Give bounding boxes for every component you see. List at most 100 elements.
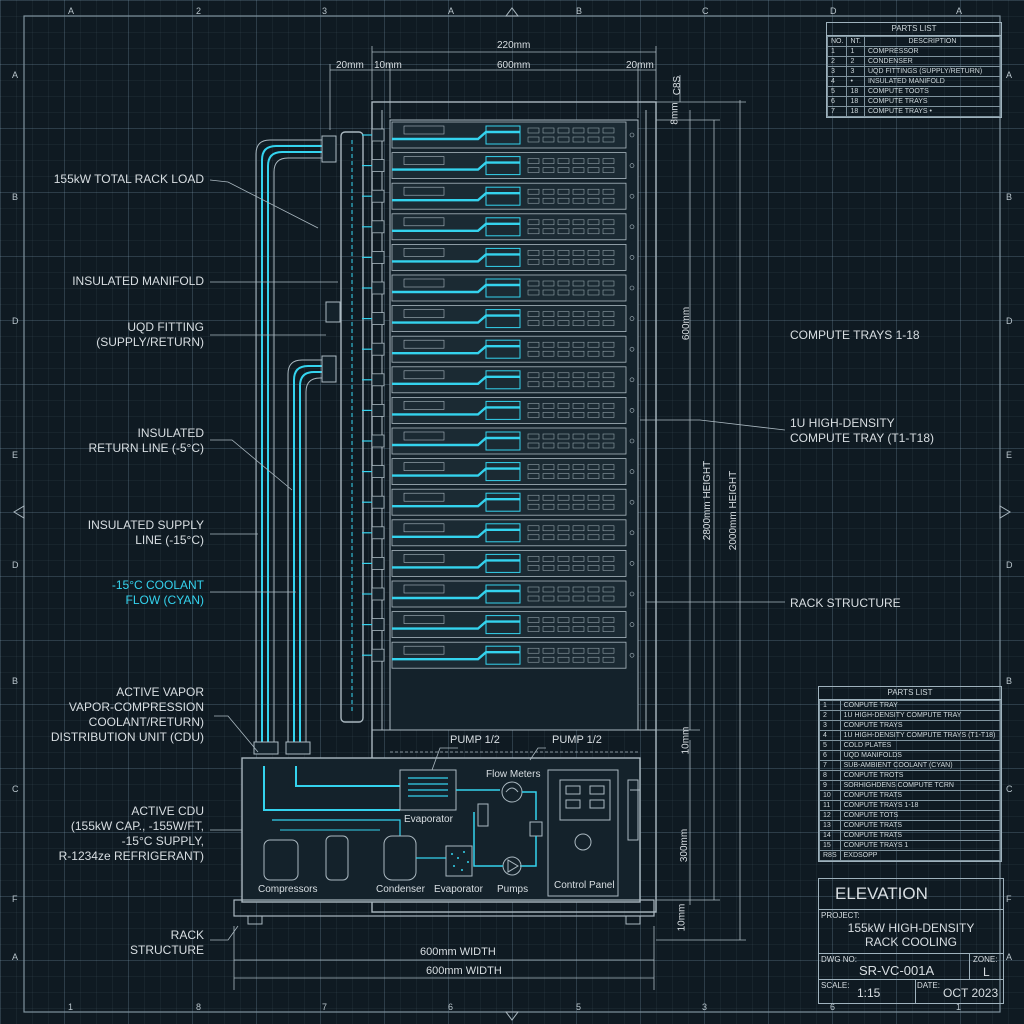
zone-left-8: A — [12, 952, 18, 962]
zone-left-5: B — [12, 676, 18, 686]
parts-bottom-cell-9-1: CONPUTE TRATS — [840, 791, 1000, 801]
parts-bottom-cell-13-1: CONPUTE TRATS — [840, 831, 1000, 841]
top-center-arrow — [506, 8, 518, 16]
parts-list-top: PARTS LIST NO.NT.DESCRIPTION11COMPRESSOR… — [826, 22, 1002, 118]
parts-bottom-cell-14-0: 15 — [820, 841, 841, 851]
dim-left-gap: 10mm — [374, 60, 402, 71]
zone-top-0: A — [68, 6, 74, 16]
dim-rack-height-c: 2000mm HEIGHT — [728, 471, 739, 550]
dim-total-width: 220mm — [497, 40, 530, 51]
uqd-connector-14 — [372, 527, 384, 539]
parts-bottom-cell-1-0: 2 — [820, 711, 841, 721]
label-tray: 1U HIGH-DENSITYCOMPUTE TRAY (T1-T18) — [790, 416, 934, 446]
zone-right-1: B — [1006, 192, 1012, 202]
zone-left-2: D — [12, 316, 19, 326]
label-active-line4: R-1234ze REFRIGERANT) — [59, 849, 204, 863]
label-return-line: INSULATEDRETURN LINE (-5°C) — [89, 426, 204, 456]
scale-value: 1:15 — [857, 986, 880, 1000]
rack-inner — [390, 120, 638, 730]
uqd-fitting-mid — [322, 356, 336, 382]
parts-bottom-cell-7-1: CONPUTE TROTS — [840, 771, 1000, 781]
zone-bottom-7: 1 — [956, 1002, 961, 1012]
zone-top-4: B — [576, 6, 582, 16]
zone-top-3: A — [448, 6, 454, 16]
parts-top-cell-0-0: 1 — [828, 47, 847, 57]
parts-bottom-cell-2-1: CONPUTE TRAYS — [840, 721, 1000, 731]
parts-top-header-0: NO. — [828, 37, 847, 47]
label-pumps: Pumps — [497, 884, 528, 895]
uqd-connector-15 — [372, 557, 384, 569]
parts-bottom-cell-0-0: 1 — [820, 701, 841, 711]
label-return-line2: RETURN LINE (-5°C) — [89, 441, 204, 455]
parts-top-cell-4-0: 5 — [828, 87, 847, 97]
zone-left-4: D — [12, 560, 19, 570]
parts-top-cell-1-0: 2 — [828, 57, 847, 67]
zone-bottom-3: 6 — [448, 1002, 453, 1012]
label-cdu-line4: DISTRIBUTION UNIT (CDU) — [51, 730, 204, 744]
parts-bottom-cell-8-0: 9 — [820, 781, 841, 791]
label-evaporator-bottom: Evaporator — [434, 884, 483, 895]
dim-cdu-height: 300mm — [679, 829, 690, 862]
parts-top-cell-6-1: 18 — [847, 107, 865, 117]
label-coolant-line1: -15°C COOLANT — [112, 578, 204, 592]
uqd-connector-11 — [372, 435, 384, 447]
zone-left-6: C — [12, 784, 19, 794]
project-line1: 155kW HIGH-DENSITY — [848, 921, 975, 935]
label-coolant-line2: FLOW (CYAN) — [126, 593, 204, 607]
title-block: ELEVATION PROJECT: 155kW HIGH-DENSITYRAC… — [818, 878, 1004, 1004]
foot-left — [248, 916, 262, 924]
parts-top-cell-2-2: UQD FITTINGS (SUPPLY/RETURN) — [864, 67, 1000, 77]
parts-list-bottom: PARTS LIST 1CONPUTE TRAY21U HIGH-DENSITY… — [818, 686, 1002, 862]
uqd-connector-8 — [372, 343, 384, 355]
supply-line — [262, 146, 332, 748]
parts-bottom-cell-10-0: 11 — [820, 801, 841, 811]
label-supply-line1: INSULATED SUPPLY — [88, 518, 204, 532]
zone-right-6: C — [1006, 784, 1013, 794]
scale-label: SCALE: — [821, 981, 849, 990]
uqd-connector-4 — [372, 221, 384, 233]
label-uqd-line1: UQD FITTING — [127, 320, 204, 334]
parts-bottom-cell-0-1: CONPUTE TRAY — [840, 701, 1000, 711]
parts-top-cell-4-2: COMPUTE TOOTS — [864, 87, 1000, 97]
zone-right-5: B — [1006, 676, 1012, 686]
parts-top-cell-0-2: COMPRESSOR — [864, 47, 1000, 57]
dwg-number: SR-VC-001A — [859, 963, 934, 978]
uqd-connector-16 — [372, 588, 384, 600]
parts-top-cell-6-0: 7 — [828, 107, 847, 117]
right-center-arrow — [1000, 506, 1010, 518]
zone-bottom-5: 3 — [702, 1002, 707, 1012]
label-compressors: Compressors — [258, 884, 317, 895]
uqd-fitting-top — [322, 136, 336, 162]
zone-bottom-6: 6 — [830, 1002, 835, 1012]
zone-bottom-1: 8 — [196, 1002, 201, 1012]
label-cdu-line2: VAPOR-COMPRESSION — [69, 700, 204, 714]
zone-value: L — [983, 965, 990, 979]
label-tray-line1: 1U HIGH-DENSITY — [790, 416, 895, 430]
zone-right-8: A — [1006, 952, 1012, 962]
dim-rack-height-b: 2800mm HEIGHT — [702, 461, 713, 540]
zone-right-4: D — [1006, 560, 1013, 570]
zone-right-7: F — [1006, 894, 1012, 904]
uqd-connector-3 — [372, 190, 384, 202]
dim-top-note: C8S — [672, 76, 683, 95]
condenser — [384, 836, 416, 880]
uqd-connector-12 — [372, 466, 384, 478]
dim-bottom-gap: 10mm — [680, 727, 691, 755]
parts-bottom-cell-14-1: CONPUTE TRAYS 1 — [840, 841, 1000, 851]
parts-bottom-cell-12-0: 13 — [820, 821, 841, 831]
uqd-connector-17 — [372, 619, 384, 631]
label-rack-structure-left: RACKSTRUCTURE — [130, 928, 204, 958]
parts-bottom-cell-12-1: CONPUTE TRATS — [840, 821, 1000, 831]
dim-foot-height: 10mm — [676, 904, 687, 932]
zone-left-0: A — [12, 70, 18, 80]
dim-width-a: 600mm WIDTH — [420, 946, 496, 958]
zone-top-6: D — [830, 6, 837, 16]
parts-top-header-1: NT. — [847, 37, 865, 47]
parts-bottom-cell-4-1: COLD PLATES — [840, 741, 1000, 751]
evaporator-bottom — [446, 846, 472, 876]
parts-bottom-cell-11-0: 12 — [820, 811, 841, 821]
parts-list-bottom-title: PARTS LIST — [819, 687, 1001, 700]
label-coolant-flow: -15°C COOLANTFLOW (CYAN) — [112, 578, 204, 608]
parts-bottom-cell-7-0: 8 — [820, 771, 841, 781]
